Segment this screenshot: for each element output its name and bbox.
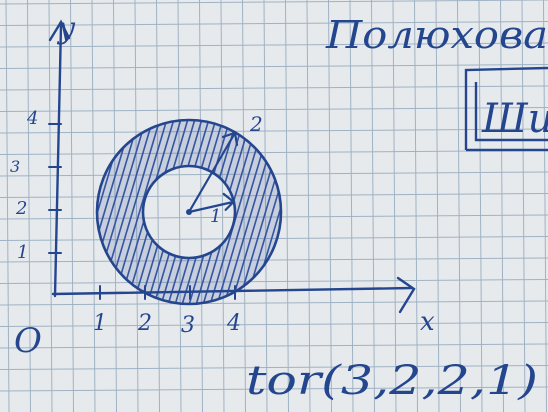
hatch-stroke [97,120,152,304]
grid-line [0,214,548,220]
grid-line [392,0,397,412]
boxed-note-frame [464,66,548,152]
grid-line [0,128,548,134]
grid-line [242,0,246,412]
hatched-ring-region [97,120,281,304]
grid-line [199,0,203,412]
x-tick-label: 2 [137,311,152,336]
grid-line [263,0,268,412]
y-tick-label: 3 [10,157,20,176]
grid-line [0,21,548,26]
y-tick-label: 4 [26,108,38,129]
grid-line [0,365,548,370]
outer-radius-label: 2 [249,112,263,136]
grid-line [0,300,548,306]
grid-line [177,0,182,412]
grid-line [91,0,96,412]
grid-line [0,107,548,112]
grid-line [349,0,354,412]
x-tick-label: 3 [181,313,195,338]
grid-line [0,279,548,284]
center-point [186,209,192,215]
grid-line [0,85,548,91]
y-tick-label: 2 [15,198,27,219]
grid-line [285,0,289,412]
outer-circle [95,118,283,306]
grid-line [0,0,548,5]
grid-line [156,0,160,412]
inner-circle [141,164,237,260]
boxed-note-text: Ши [481,96,548,142]
grid-line [0,193,548,198]
grid-line [371,0,375,412]
grid-line [0,150,548,155]
x-axis-label: x [420,307,435,337]
y-tick-label: 1 [17,242,28,263]
x-tick-label: 4 [226,311,241,336]
grid-line [0,343,548,349]
y-axis-arrowhead [48,19,71,42]
grid-line [414,0,418,412]
grid-line [0,64,548,69]
origin-label: O [14,321,42,361]
axis-ticks [48,123,236,300]
grid-line [328,0,332,412]
grid-line [306,0,311,412]
grid-line [0,322,548,327]
y-axis-label: y [56,11,76,46]
figure-caption: tor(3,2,2,1) [246,358,538,404]
x-axis-arrowhead [396,276,416,314]
x-axis [51,286,414,296]
inner-radius-label: 1 [210,206,221,227]
grid-line [70,0,74,412]
x-tick-label: 1 [93,311,107,336]
grid-line [0,42,548,48]
inner-radius-arrow [187,192,236,214]
grid-line [134,0,139,412]
grid-line [48,0,53,412]
grid-line [113,0,117,412]
grid-line [457,0,461,412]
grid-line [435,0,440,412]
author-name: Полюхова [325,13,548,57]
outer-radius-arrow [187,131,239,214]
grid-line [220,0,225,412]
grid-line [0,236,548,241]
grid-line [0,257,548,263]
grid-line [0,386,548,392]
